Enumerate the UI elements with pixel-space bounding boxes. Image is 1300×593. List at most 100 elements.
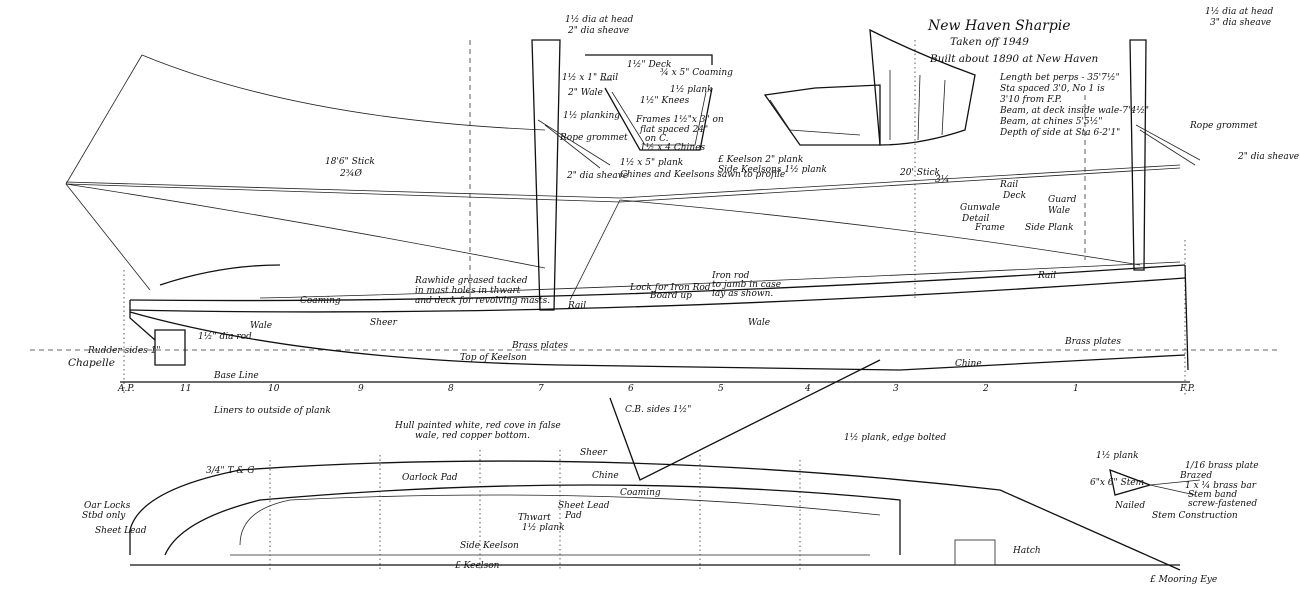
lines-note: Liners to outside of plank xyxy=(213,406,331,416)
stem-screw: screw-fastened xyxy=(1188,499,1257,509)
stem-band: Stem band xyxy=(1188,490,1237,500)
sheet-lead-mid-2: Pad xyxy=(564,511,582,521)
tg-label: 3/4" T & G xyxy=(206,466,254,476)
station-4: 4 xyxy=(804,384,811,394)
deck-plan xyxy=(129,450,1181,571)
brass-plates-aft: Brass plates xyxy=(511,341,568,351)
rail-aft-label: Rail xyxy=(567,301,586,311)
iron-rod-2: to jamb in case xyxy=(712,280,781,290)
sheet-lead-mid-1: Sheet Lead xyxy=(558,501,610,511)
section-keelson: £ Keelson 2" plank xyxy=(717,155,803,165)
stem-brass-bar: 1 x ¼ brass bar xyxy=(1185,480,1257,491)
section-plank: 1½ plank xyxy=(670,84,713,95)
rawhide-note-1: Rawhide greased tacked xyxy=(414,276,528,286)
rail-fwd-label: Rail xyxy=(1037,271,1056,281)
wale-aft-label: Wale xyxy=(250,321,272,331)
chine-label: Chine xyxy=(955,359,982,369)
rawhide-note-2: in mast holes in thwart xyxy=(415,286,521,296)
cb-sides-label: C.B. sides 1½" xyxy=(625,404,691,415)
fore-mast-head-sheave: 2" dia sheave xyxy=(567,26,629,36)
rig-drawing xyxy=(65,39,1201,311)
sheer-label: Sheer xyxy=(370,318,398,328)
section-deck: 1½" Deck xyxy=(627,59,672,70)
section-knees: 1½" Knees xyxy=(640,95,690,106)
stem-construction-sketch xyxy=(1109,468,1201,496)
section-chines-keelsons: Chines and Keelsons sawn to profile xyxy=(620,170,785,180)
rawhide-note-3: and deck for revolving masts. xyxy=(415,296,550,306)
rudder-label: Rudder sides 1" xyxy=(87,346,161,356)
section-rail: 1½ x 1" Rail xyxy=(562,72,618,83)
section-planking: 1½ planking xyxy=(563,110,620,121)
stem-title: Stem Construction xyxy=(1152,511,1238,521)
rudder-rod-label: 1½" dia rod xyxy=(198,331,252,342)
lock-note-1: Lock for Iron Rod xyxy=(629,283,711,293)
top-keelson-label: Top of Keelson xyxy=(460,353,527,363)
gunwale-detail: Detail xyxy=(961,214,989,224)
base-line-label: Base Line xyxy=(213,371,259,381)
station-1: 1 xyxy=(1073,384,1079,394)
oarlock-pad-label: Oarlock Pad xyxy=(402,473,458,483)
sheave-main: 2" dia sheave xyxy=(1237,152,1299,162)
fore-stick-label: 18'6" Stick xyxy=(325,157,375,167)
brass-plates-fwd: Brass plates xyxy=(1064,337,1121,347)
station-6: 6 xyxy=(628,384,634,394)
main-mast-head-dia: 1½ dia at head xyxy=(1205,6,1274,17)
spec-line-6: Depth of side at Sta 6-2'1" xyxy=(999,128,1120,138)
build-date: Built about 1890 at New Haven xyxy=(929,53,1099,65)
station-ap: A.P. xyxy=(117,384,135,394)
sheet-lead-aft: Sheet Lead xyxy=(95,526,147,536)
coaming-label: Coaming xyxy=(300,296,341,306)
stem-plank: 1½ plank xyxy=(1096,450,1139,461)
gunwale-deck: Deck xyxy=(1002,191,1026,201)
station-11: 11 xyxy=(180,384,191,394)
keelson-label: £ Keelson xyxy=(454,561,500,571)
spec-line-3: 3'10 from F.P. xyxy=(1000,95,1062,105)
main-mast-head-sheave: 3" dia sheave xyxy=(1210,18,1271,28)
station-7: 7 xyxy=(538,384,544,394)
station-3: 3 xyxy=(893,384,899,394)
chapelle-signature: Chapelle xyxy=(68,357,115,369)
drawing-title: New Haven Sharpie xyxy=(927,18,1071,34)
gunwale-frame: Frame xyxy=(974,223,1005,233)
wale-fwd-label: Wale xyxy=(748,318,770,328)
station-5: 5 xyxy=(718,384,724,394)
section-chines: 1½ x 4 Chines xyxy=(640,142,706,153)
thwart-label-1: Thwart xyxy=(518,513,551,523)
section-frames-3: on C. xyxy=(645,134,669,144)
rope-grommet-fore: Rope grommet xyxy=(559,133,628,143)
gunwale-wale: Wale xyxy=(1048,206,1070,216)
plan-sheer-label: Sheer xyxy=(580,448,608,458)
taken-off-date: Taken off 1949 xyxy=(950,36,1029,48)
section-wale: 2" Wale xyxy=(567,88,603,98)
main-stick-dia: 3¼ xyxy=(935,174,949,185)
plank-edge-label: 1½ plank, edge bolted xyxy=(844,432,946,443)
stem-brazed: Brazed xyxy=(1179,471,1212,481)
hull-perspective-views xyxy=(763,28,976,146)
iron-rod-3: lay as shown. xyxy=(712,289,773,299)
thwart-label-2: 1½ plank xyxy=(522,522,565,533)
section-coaming: ¾ x 5" Coaming xyxy=(660,67,733,78)
stem-brass-plate: 1/16 brass plate xyxy=(1185,461,1259,471)
gunwale-rail: Rail xyxy=(999,180,1018,190)
spec-line-1: Length bet perps - 35'7½" xyxy=(999,72,1120,83)
section-frames-2: flat spaced 24" xyxy=(639,125,708,135)
gunwale-title: Gunwale xyxy=(960,203,1000,213)
gunwale-guard: Guard xyxy=(1048,195,1077,205)
midship-section xyxy=(585,54,713,151)
section-plank-chines: 1½ x 5" plank xyxy=(620,157,683,168)
mooring-eye-label: £ Mooring Eye xyxy=(1149,575,1217,585)
station-9: 9 xyxy=(358,384,364,394)
oar-locks-1: Oar Locks xyxy=(84,501,131,511)
spec-line-4: Beam, at deck inside wale-7'4½" xyxy=(999,105,1149,116)
station-2: 2 xyxy=(982,384,989,394)
station-10: 10 xyxy=(268,384,280,394)
rope-grommet-main: Rope grommet xyxy=(1189,121,1258,131)
sheave-fore: 2" dia sheave xyxy=(566,171,628,181)
station-8: 8 xyxy=(448,384,454,394)
lock-note-2: Board up xyxy=(649,291,692,301)
hatch-label: Hatch xyxy=(1012,546,1041,556)
fore-stick-dia: 2¾Ø xyxy=(339,168,362,179)
section-side-keelson: Side Keelsons 1½ plank xyxy=(718,164,827,175)
station-fp: F.P. xyxy=(1179,384,1195,394)
